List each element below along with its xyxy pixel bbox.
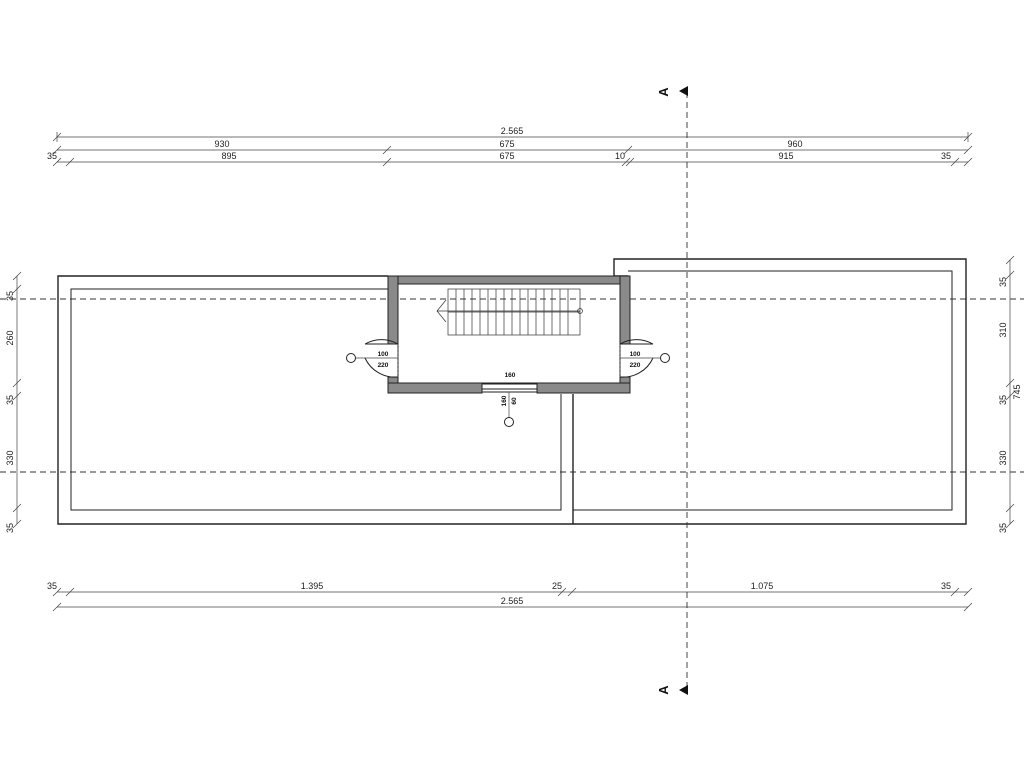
dim-bottom-overall: 2.565 [501,596,524,606]
right-dimension-chain: 35 310 35 330 35 745 [998,255,1022,533]
left-dimension-chain: 35 260 35 330 35 [5,271,22,533]
dim-top-row3-f: 35 [941,151,951,161]
top-dimension-chain: 2.565 930 675 960 35 895 675 10 915 35 [47,126,973,167]
dim-bottom-row1-c: 25 [552,581,562,591]
dim-right-d: 330 [998,450,1008,465]
opening-bottom-pair-a: 160 [501,395,508,406]
left-opening-a: 100 [378,351,389,358]
core-wall-bottom-left [387,382,483,394]
dim-top-row3-d: 10 [615,151,625,161]
bottom-dimension-chain: 35 1.395 25 1.075 35 2.565 [47,581,973,612]
core-right-opening: 100 220 [619,339,670,378]
core-wall-right-upper [619,275,631,345]
stair-core: 160 160 60 100 220 100 220 [346,275,670,427]
section-arrow-bottom [679,685,688,695]
section-label-top: A [656,87,671,97]
core-wall-bottom-right [536,382,631,394]
dim-left-d: 330 [5,450,15,465]
dim-bottom-row1-d: 1.075 [751,581,774,591]
dim-top-row2-a: 930 [214,139,229,149]
dim-right-c: 35 [998,395,1008,405]
opening-bottom-width: 160 [505,372,516,379]
core-wall-left-upper [387,275,399,345]
dim-bottom-row1-a: 35 [47,581,57,591]
opening-bottom-pair-b: 60 [511,397,518,405]
dim-right-e: 35 [998,523,1008,533]
dim-right-a: 35 [998,277,1008,287]
dim-right-b: 310 [998,322,1008,337]
dim-top-overall: 2.565 [501,126,524,136]
opening-bottom-marker [504,417,514,427]
left-roof-slab [57,275,574,525]
left-opening-b: 220 [378,362,389,369]
stair-flight [436,288,583,336]
section-label-bottom: A [656,685,671,695]
dim-left-e: 35 [5,523,15,533]
dim-left-a: 35 [5,291,15,301]
dim-top-row2-c: 960 [787,139,802,149]
right-opening-a: 100 [630,351,641,358]
dim-top-row3-a: 35 [47,151,57,161]
dim-bottom-row1-b: 1.395 [301,581,324,591]
section-arrow-top [679,86,688,96]
dim-right-total: 745 [1012,384,1022,399]
dim-top-row2-b: 675 [499,139,514,149]
dim-top-row3-c: 675 [499,151,514,161]
dim-bottom-row1-e: 35 [941,581,951,591]
core-wall-top [387,275,631,285]
right-opening-b: 220 [630,362,641,369]
dim-left-c: 35 [5,395,15,405]
dim-left-b: 260 [5,330,15,345]
core-bottom-opening: 160 160 60 [482,372,537,427]
core-left-opening: 100 220 [346,339,399,378]
section-line-a: A A [656,86,688,695]
dim-top-row3-b: 895 [221,151,236,161]
dim-top-row3-e: 915 [778,151,793,161]
